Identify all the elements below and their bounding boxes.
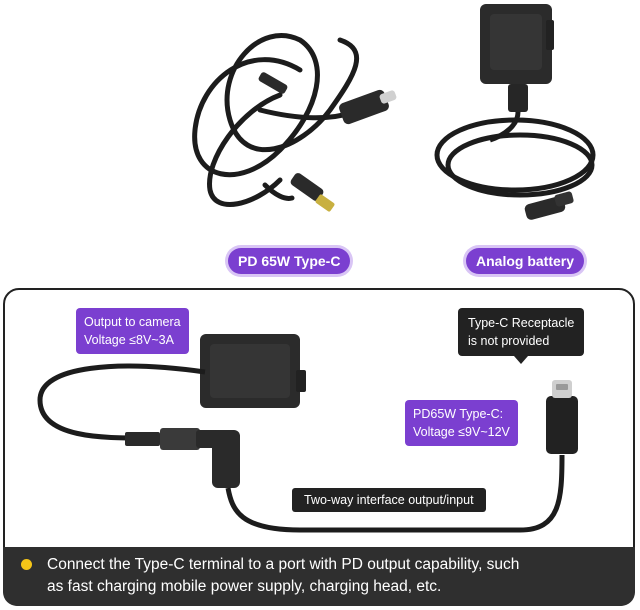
dc-plug-top <box>290 173 335 212</box>
analog-battery-label: Analog battery <box>466 248 585 274</box>
footer-line2: as fast charging mobile power supply, ch… <box>47 578 442 595</box>
bullet-dot-icon <box>21 559 32 570</box>
type-c-receptacle-box: Type-C Receptacle is not provided <box>458 308 585 364</box>
receptacle-box-line2: is not provided <box>468 334 550 348</box>
output-box-line2: Voltage ≤8V~3A <box>84 333 174 347</box>
analog-battery-label-text: Analog battery <box>476 253 575 269</box>
pd-cable-label-text: PD 65W Type-C <box>238 253 341 269</box>
pd-input-line2: Voltage ≤9V~12V <box>413 425 510 439</box>
footer-note: Connect the Type-C terminal to a port wi… <box>3 547 635 606</box>
pd-input-box: PD65W Type-C: Voltage ≤9V~12V <box>405 400 518 446</box>
pd-cable-image <box>192 32 360 207</box>
receptacle-box-line1: Type-C Receptacle <box>468 316 575 330</box>
pd-input-line1: PD65W Type-C: <box>413 407 504 421</box>
output-to-camera-box: Output to camera Voltage ≤8V~3A <box>76 308 189 354</box>
analog-battery-image <box>434 4 596 220</box>
output-box-line1: Output to camera <box>84 315 181 329</box>
pd-cable-label: PD 65W Type-C <box>228 248 351 274</box>
two-way-interface-label: Two-way interface output/input <box>292 488 486 512</box>
footer-line1: Connect the Type-C terminal to a port wi… <box>47 556 520 573</box>
type-c-plug-top <box>339 89 397 125</box>
